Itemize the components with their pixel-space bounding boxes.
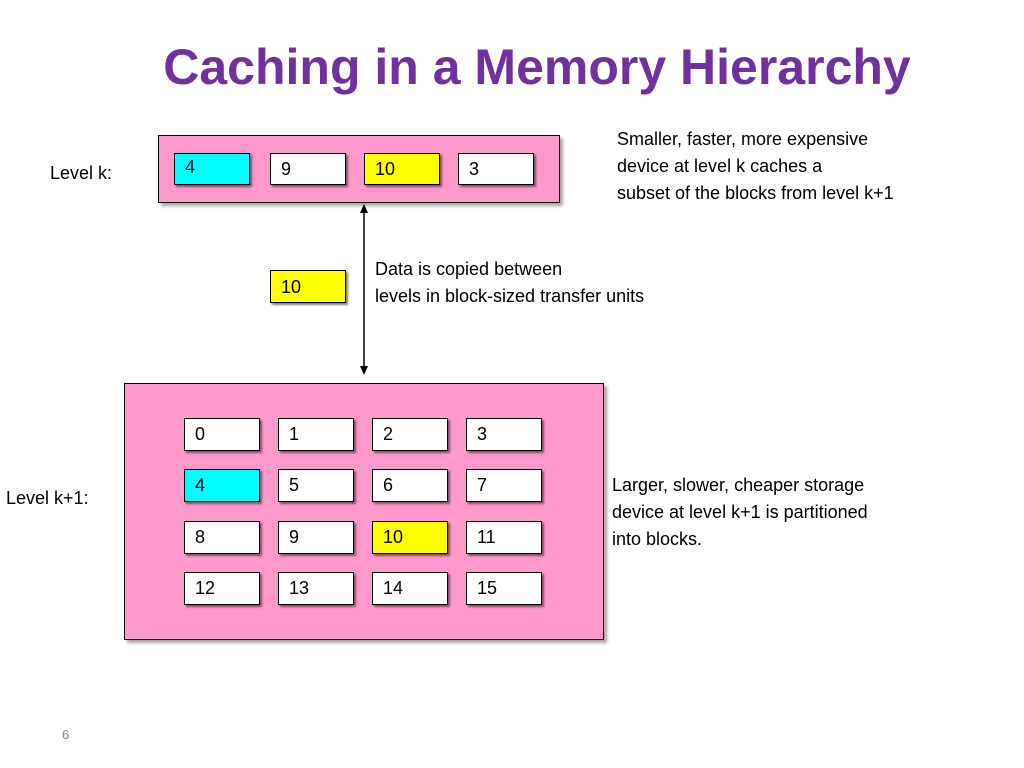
note-middle-line: Data is copied between [375, 259, 563, 279]
level-k1-block: 4 [184, 469, 260, 502]
level-k-label: Level k: [50, 163, 113, 183]
level-k-block: 10 [364, 153, 440, 185]
note-top-line: device at level k caches a [617, 156, 823, 176]
transfer-arrow [360, 204, 368, 375]
level-k1-block: 7 [466, 469, 542, 502]
level-k1-block: 1 [278, 418, 354, 451]
level-k1-block: 9 [278, 521, 354, 554]
note-top: Smaller, faster, more expensive device a… [617, 126, 894, 207]
slide-title: Caching in a Memory Hierarchy [163, 39, 911, 95]
level-k1-block: 13 [278, 572, 354, 605]
level-k1-block: 11 [466, 521, 542, 554]
level-k1-block: 10 [372, 521, 448, 554]
level-k1-block: 15 [466, 572, 542, 605]
level-k1-block: 12 [184, 572, 260, 605]
note-bottom-line: Larger, slower, cheaper storage [612, 475, 865, 495]
note-middle: Data is copied between levels in block-s… [375, 256, 644, 310]
level-k1-block: 2 [372, 418, 448, 451]
level-k1-block: 14 [372, 572, 448, 605]
level-k1-block: 6 [372, 469, 448, 502]
note-bottom-line: device at level k+1 is partitioned [612, 502, 868, 522]
note-bottom: Larger, slower, cheaper storage device a… [612, 472, 868, 553]
level-k1-block: 8 [184, 521, 260, 554]
page-number: 6 [62, 727, 70, 742]
level-k1-label: Level k+1: [6, 488, 89, 508]
note-bottom-line: into blocks. [612, 529, 703, 549]
transfer-block: 10 [270, 270, 346, 303]
level-k1-block: 5 [278, 469, 354, 502]
level-k1-block: 3 [466, 418, 542, 451]
note-top-line: Smaller, faster, more expensive [617, 129, 869, 149]
level-k-block: 3 [458, 153, 534, 185]
level-k1-block: 0 [184, 418, 260, 451]
level-k-block: 9 [270, 153, 346, 185]
note-middle-line: levels in block-sized transfer units [375, 286, 645, 306]
note-top-line: subset of the blocks from level k+1 [617, 183, 894, 203]
level-k-block: 4 [174, 153, 250, 185]
